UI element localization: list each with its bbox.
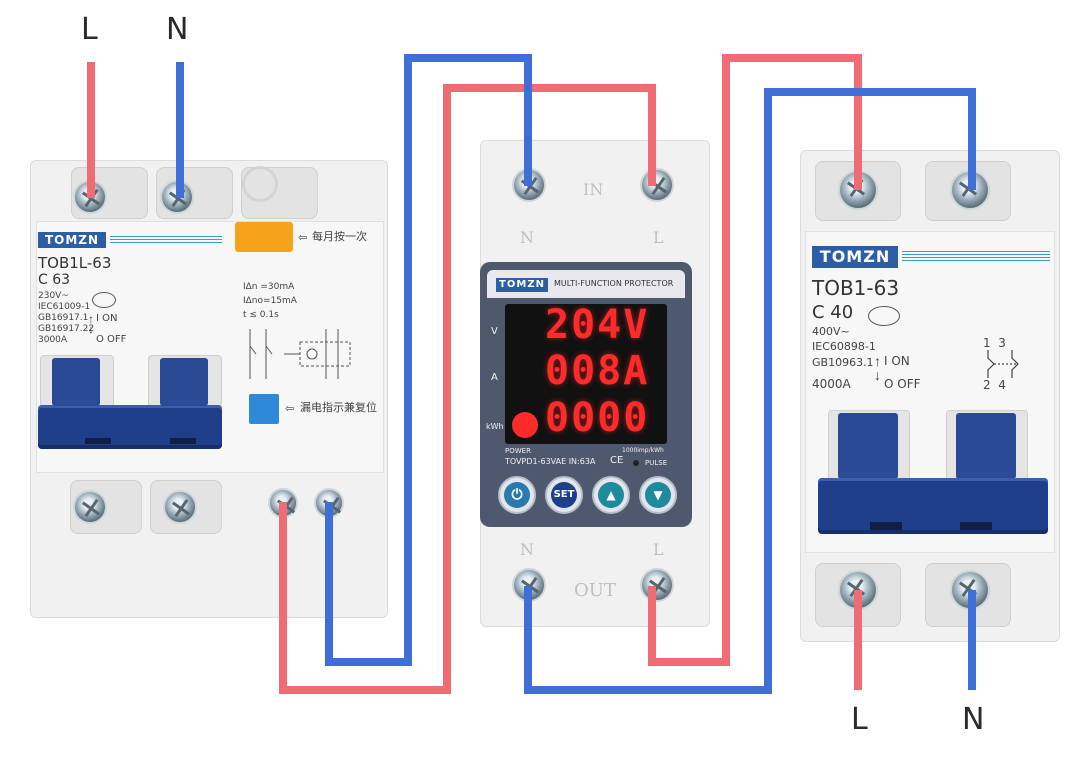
mcb-spec-voltage: 400V~ (812, 325, 850, 338)
down-arrow-icon: ▼ (645, 482, 671, 508)
rcbo-brand-stripes (110, 236, 222, 244)
row-label-voltage: V (491, 326, 498, 337)
rcbo-test-ring (242, 166, 278, 202)
rcbo-spec-voltage: 230V~ (38, 291, 69, 301)
bottom-right-live-label: L (851, 702, 868, 737)
mcb-lever-slot (960, 522, 992, 530)
rcbo-bottom-screw-n[interactable] (163, 490, 197, 524)
mcb-lever-handle[interactable] (818, 478, 1048, 534)
rcbo-indicator-note: 漏电指示兼复位 (300, 401, 377, 414)
rcbo-test-note: 每月按一次 (312, 230, 367, 243)
pulse-indicator-dot (633, 460, 639, 466)
rcbo-lever-slot (170, 438, 196, 444)
rcbo-bottom-screw-l[interactable] (73, 490, 107, 524)
protector-to-mcb-neutral-wire (524, 88, 976, 694)
rcbo-test-button[interactable] (235, 222, 293, 252)
left-arrow-icon: ⇦ (285, 403, 295, 415)
protector-in-screw-l[interactable] (640, 168, 674, 202)
protector-out-screw-l[interactable] (640, 568, 674, 602)
mcb-ccc-mark-icon (868, 306, 900, 326)
mcb-on-label: I ON (884, 354, 910, 368)
left-arrow-icon: ⇦ (298, 232, 308, 244)
rcbo-trip-spec: t ≤ 0.1s (243, 310, 279, 320)
protector-bottom-l-label: L (653, 540, 664, 559)
down-button[interactable]: ▼ (639, 476, 677, 514)
mcb-rating: C 40 (812, 302, 854, 323)
set-button-label: SET (551, 482, 577, 508)
mcb-spec-standard: IEC60898-1 (812, 340, 876, 353)
on-off-arrow-icon: ↑↓ (88, 312, 94, 336)
rcbo-trip-spec: IΔn =30mA (243, 282, 295, 292)
mcb-breaker (800, 150, 1060, 642)
protector-in-label: IN (583, 180, 604, 199)
rcbo-trip-spec: IΔno=15mA (243, 296, 297, 306)
protector-to-mcb-live-wire (648, 54, 862, 666)
protector-top-l-label: L (653, 228, 664, 247)
rcbo-spec-breaking-capacity: 3000A (38, 335, 68, 345)
rcbo-spec-standard: IEC61009-1 (38, 302, 91, 312)
row-label-current: A (491, 372, 498, 383)
rcbo-on-label: I ON (96, 313, 118, 324)
mcb-pole-top: 1 3 (983, 336, 1006, 350)
protector-model: TOVPD1-63VAE IN:63A (505, 457, 596, 466)
protector-title: MULTI-FUNCTION PROTECTOR (554, 279, 674, 288)
mcb-lever-tab (956, 413, 1016, 479)
mcb-lever-tab (838, 413, 898, 479)
mcb-brand-logo: TOMZN (812, 246, 898, 268)
rcbo-rating: C 63 (38, 272, 71, 288)
rcbo-spec-standard: GB16917.1 (38, 313, 89, 323)
top-left-live-label: L (81, 12, 98, 47)
rcbo-to-protector-live-wire (279, 84, 656, 694)
rcbo-circuit-schematic (249, 329, 351, 379)
pulse-rate: 1000imp/kWh (622, 447, 664, 454)
row-label-energy: kWh (486, 422, 504, 431)
rcbo-lever-tab (52, 358, 100, 406)
rcbo-lever-tab (160, 358, 208, 406)
bottom-right-neutral-label: N (962, 702, 985, 737)
mcb-brand-stripes (902, 251, 1050, 262)
rcbo-to-protector-neutral-wire (325, 54, 532, 666)
rcbo-ccc-mark-icon (92, 292, 116, 308)
power-label: POWER (505, 447, 531, 455)
mcb-pole-bottom: 2 4 (983, 378, 1006, 392)
rcbo-spec-standard: GB16917.22 (38, 324, 95, 334)
protector-out-label: OUT (574, 580, 616, 601)
mcb-lever-slot (870, 522, 902, 530)
power-indicator-dot (512, 412, 538, 438)
mcb-spec-breaking-capacity: 4000A (812, 377, 851, 391)
rcbo-leak-indicator[interactable] (249, 394, 279, 424)
power-button[interactable]: ⏻ (498, 476, 536, 514)
rcbo-lever-slot (85, 438, 111, 444)
power-icon: ⏻ (504, 482, 530, 508)
protector-brand-logo: TOMZN (496, 278, 548, 292)
energy-readout: 0000 (545, 395, 650, 441)
voltage-readout: 204V (545, 302, 650, 348)
mcb-pole-schematic (987, 350, 1019, 378)
pulse-label: PULSE (645, 459, 668, 467)
up-arrow-icon: ▲ (598, 482, 624, 508)
ce-mark: CE (610, 455, 624, 466)
mcb-model: TOB1-63 (812, 276, 900, 300)
rcbo-off-label: O OFF (96, 334, 127, 345)
protector-bottom-n-label: N (520, 540, 534, 559)
top-left-neutral-label: N (166, 12, 189, 47)
rcbo-brand-logo: TOMZN (38, 232, 106, 248)
rcbo-bottom-terminal-well (150, 480, 222, 534)
current-readout: 008A (545, 348, 650, 394)
on-off-arrow-icon: ↑↓ (874, 353, 881, 383)
mcb-spec-standard: GB10963.1 (812, 356, 874, 369)
mcb-off-label: O OFF (884, 377, 921, 391)
set-button[interactable]: SET (545, 476, 583, 514)
rcbo-model: TOB1L-63 (38, 254, 112, 272)
up-button[interactable]: ▲ (592, 476, 630, 514)
protector-top-n-label: N (520, 228, 534, 247)
